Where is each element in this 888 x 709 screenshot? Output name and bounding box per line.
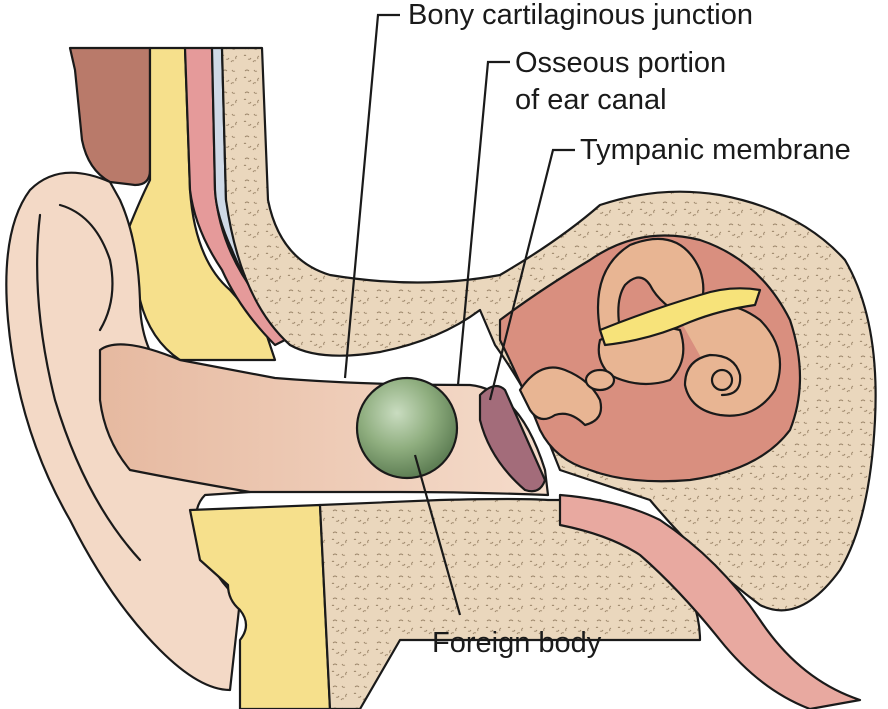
foreign-body-sphere	[355, 376, 459, 480]
pinna-antihelix	[58, 203, 114, 332]
label-tympanic-membrane: Tympanic membrane	[580, 134, 851, 166]
ossicles	[518, 366, 603, 427]
tympanic-membrane-shape	[478, 384, 547, 493]
label-foreign-body: Foreign body	[432, 627, 602, 659]
stapes	[584, 368, 616, 392]
cochlea-apex	[710, 368, 734, 392]
label-osseous-portion-line2: of ear canal	[515, 84, 667, 116]
leader-osseous	[456, 60, 510, 386]
canal-floor-tube	[558, 493, 862, 709]
leader-tympanic	[488, 148, 575, 401]
scalp-muscle-layer	[68, 46, 152, 187]
label-bony-cartilaginous-junction: Bony cartilaginous junction	[408, 0, 753, 31]
leader-foreign-body	[413, 454, 462, 616]
pinna-helix-fold	[36, 213, 142, 562]
label-osseous-portion-line1: Osseous portion	[515, 47, 726, 79]
leader-bony-junction	[343, 13, 400, 379]
cochlea	[678, 303, 782, 417]
auditory-nerve	[598, 287, 762, 347]
cartilage-lower	[188, 503, 332, 709]
cartilage-strip-upper	[126, 46, 277, 362]
vessel-red-strip	[183, 46, 287, 347]
